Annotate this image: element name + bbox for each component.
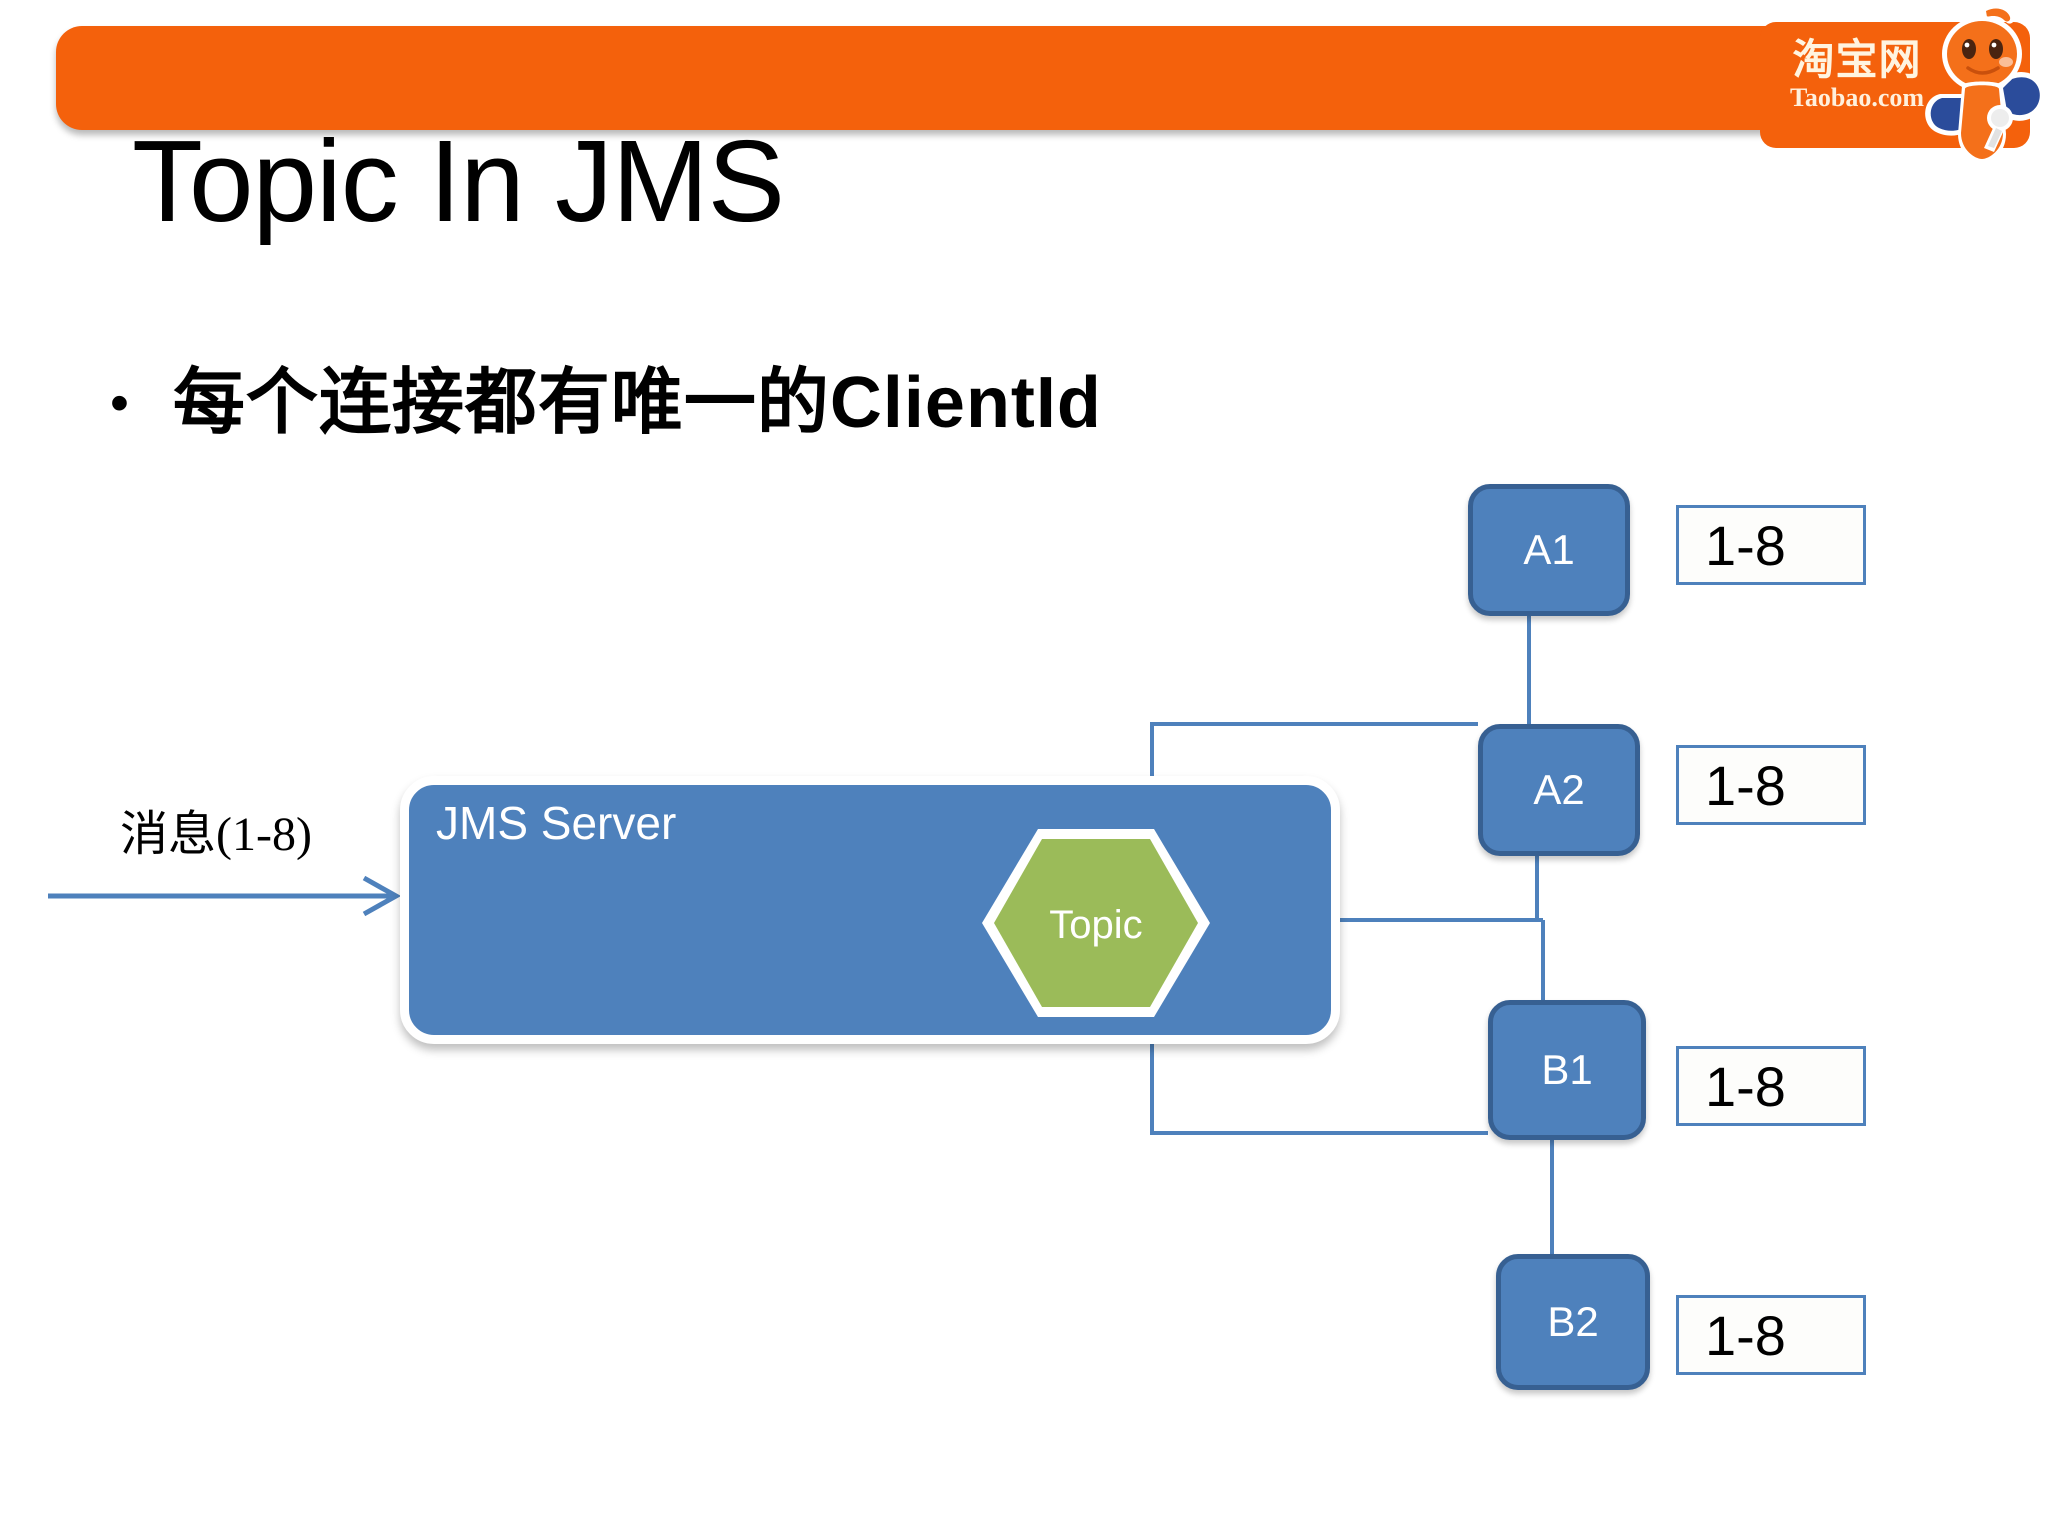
taobao-logo: 淘宝网 Taobao.com: [1760, 0, 2048, 172]
logo-english-name: Taobao.com: [1789, 83, 1925, 112]
taobao-mascot-icon: [1925, 5, 2045, 164]
logo-chinese-name: 淘宝网: [1792, 36, 1922, 83]
value-box-a1: 1-8: [1676, 505, 1866, 585]
page-title: Topic In JMS: [132, 116, 785, 246]
topic-hexagon: Topic: [982, 829, 1210, 1017]
incoming-message-label: 消息(1-8): [120, 808, 312, 861]
jms-server-label: JMS Server: [436, 797, 677, 849]
value-box-a2: 1-8: [1676, 745, 1866, 825]
header-banner: [56, 26, 1874, 130]
bullet-text: 每个连接都有唯一的ClientId: [172, 363, 1102, 443]
topic-label: Topic: [1049, 903, 1142, 947]
value-box-b2: 1-8: [1676, 1295, 1866, 1375]
bullet-item: • 每个连接都有唯一的ClientId: [110, 360, 1102, 446]
value-box-b1: 1-8: [1676, 1046, 1866, 1126]
bullet-marker-icon: •: [110, 373, 129, 433]
node-b1[interactable]: B1: [1488, 1000, 1646, 1140]
node-a1[interactable]: A1: [1468, 484, 1630, 616]
node-a2[interactable]: A2: [1478, 724, 1640, 856]
node-b2[interactable]: B2: [1496, 1254, 1650, 1390]
